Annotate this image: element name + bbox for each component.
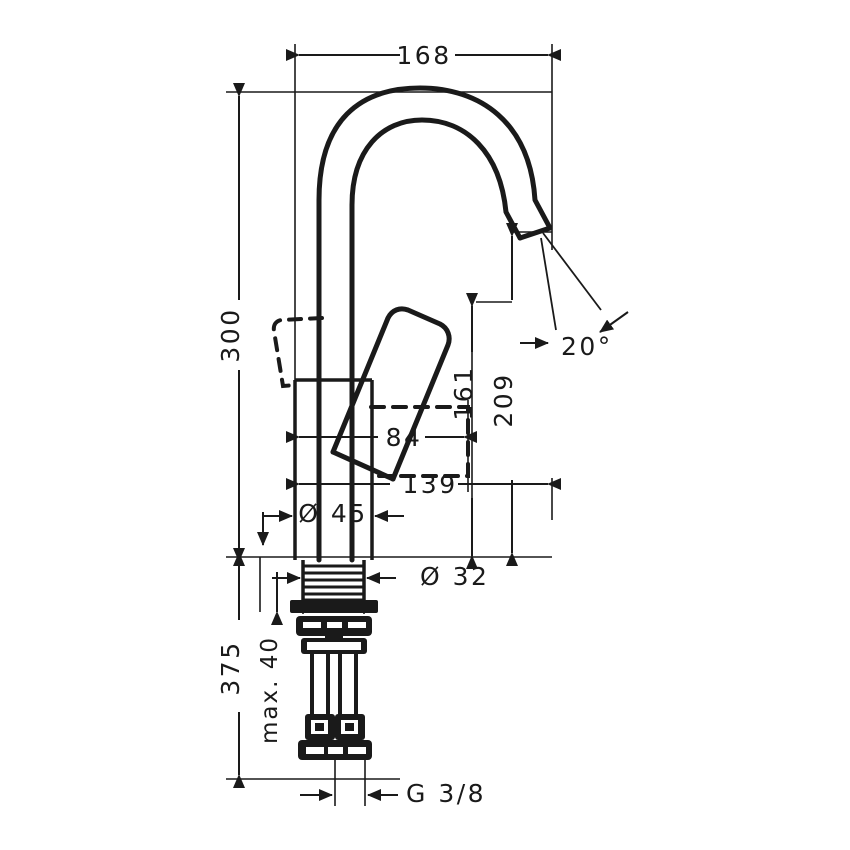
- dimension-diameter-45: Ø 45: [257, 499, 404, 546]
- dim-label-161: 161: [449, 365, 478, 420]
- supply-tubes: [310, 654, 358, 716]
- dim-label-139: 139: [402, 470, 457, 499]
- dim-label-375: 375: [216, 640, 245, 695]
- dim-label-168: 168: [396, 41, 451, 70]
- spout-tip-face: [517, 225, 553, 241]
- dim-label-84: 84: [386, 423, 423, 452]
- angle-leader-outer: [542, 232, 602, 311]
- mounting-hardware: [290, 600, 378, 654]
- dimension-375: 375: [216, 548, 245, 788]
- dimension-max-40: max. 40: [257, 572, 283, 744]
- dimension-diameter-32: Ø 32: [272, 562, 489, 591]
- dimension-300: 300: [216, 83, 245, 566]
- dim-label-diameter-45: Ø 45: [298, 499, 367, 528]
- dimension-angle-20: 20°: [520, 232, 629, 361]
- spout-outer-wall: [316, 85, 553, 563]
- dim-label-angle-20: 20°: [561, 332, 613, 361]
- lower-connector-fittings: [298, 714, 372, 760]
- dim-label-300: 300: [216, 307, 245, 362]
- dim-label-diameter-32: Ø 32: [420, 562, 489, 591]
- dim-label-thread: G 3/8: [406, 779, 486, 808]
- spout-inner-wall: [349, 117, 523, 563]
- handle-lever: [330, 306, 452, 482]
- dimension-161: 161: [449, 293, 478, 569]
- dimension-209: 209: [489, 223, 518, 566]
- dim-label-max-40: max. 40: [257, 636, 283, 744]
- handle-alternate-position-left: [271, 316, 324, 389]
- dim-label-209: 209: [489, 372, 518, 427]
- angle-arrow-outer: [599, 311, 629, 333]
- dimension-139: 139: [286, 470, 561, 499]
- dimension-168: 168: [286, 41, 561, 70]
- dimension-thread: G 3/8: [300, 779, 486, 808]
- angle-leader-inner: [540, 237, 557, 331]
- dimension-84: 84: [286, 423, 477, 452]
